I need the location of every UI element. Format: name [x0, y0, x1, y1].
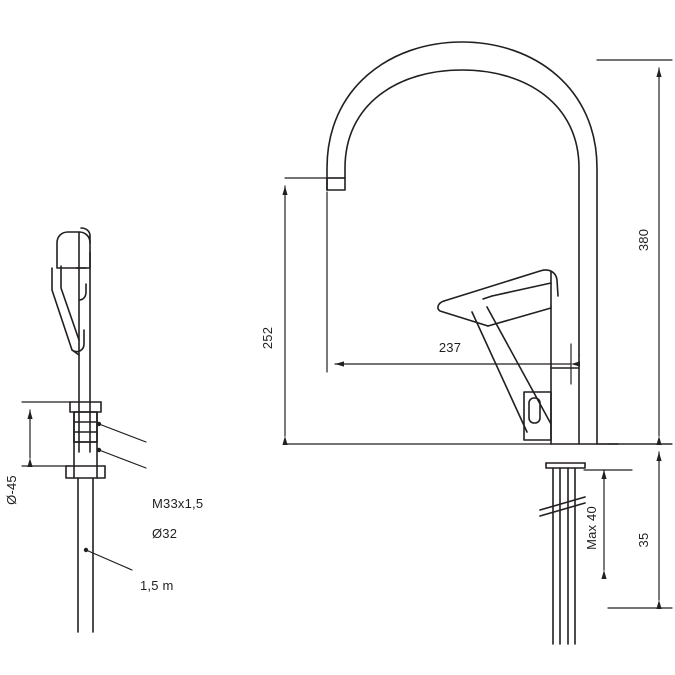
label-total-height: 380: [636, 229, 651, 251]
label-max-thickness: Max 40: [584, 506, 599, 550]
leader-lines: [85, 423, 147, 571]
label-base-diameter: Ø-45: [4, 475, 19, 505]
faucet-body-column: [550, 305, 619, 445]
escutcheon-detail: [523, 391, 552, 441]
dimension-spout-reach: [334, 343, 580, 385]
label-mounting-depth: 35: [636, 533, 651, 548]
label-hose-length: 1,5 m: [140, 578, 174, 593]
faucet-main-outline: [326, 41, 598, 445]
mounting-shank: [539, 462, 586, 645]
label-thread: M33x1,5: [152, 496, 203, 511]
label-spout-reach: 237: [439, 340, 461, 355]
side-spray-outline: [51, 227, 91, 453]
dimension-max-thickness: [583, 469, 633, 579]
label-outlet-diameter: Ø32: [152, 526, 177, 541]
label-spout-height: 252: [260, 327, 275, 349]
leader-dots: [83, 421, 102, 553]
spray-collar: [65, 401, 106, 633]
